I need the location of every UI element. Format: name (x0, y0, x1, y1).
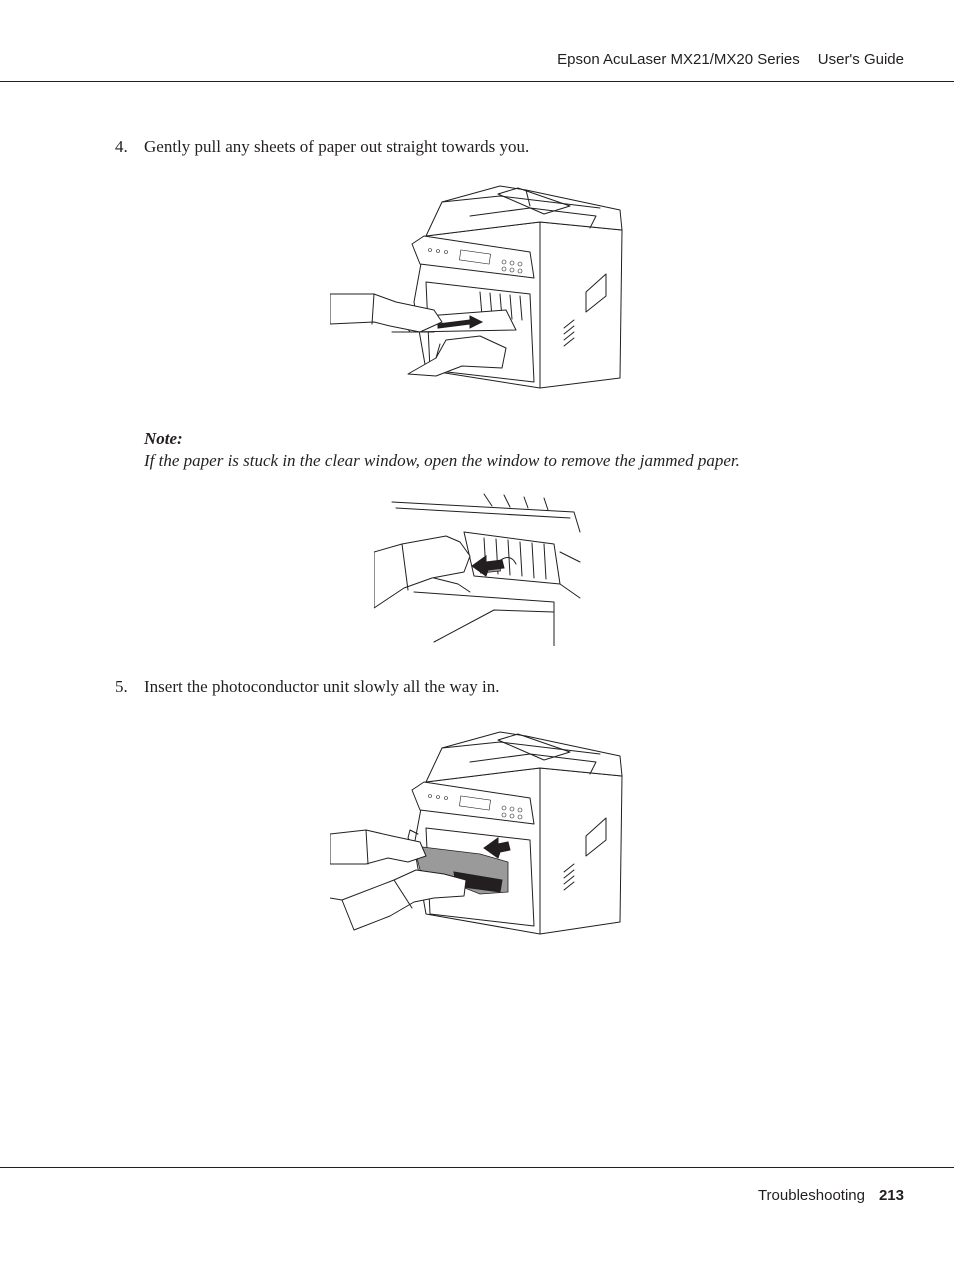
step-4: 4. Gently pull any sheets of paper out st… (115, 137, 529, 157)
step-text: Insert the photoconductor unit slowly al… (144, 677, 500, 696)
note-body: If the paper is stuck in the clear windo… (144, 451, 740, 470)
printer-pull-paper-illustration (330, 182, 626, 398)
step-number: 5. (115, 677, 128, 696)
header-title: Epson AcuLaser MX21/MX20 Series User's Gu… (557, 51, 904, 68)
page-number: 213 (878, 1187, 904, 1204)
step-number: 4. (115, 137, 128, 156)
header-guide: User's Guide (817, 51, 904, 68)
page-header: Epson AcuLaser MX21/MX20 Series User's Gu… (0, 0, 954, 82)
note-title: Note: (144, 429, 183, 448)
clear-window-paper-removal-illustration (374, 492, 584, 646)
photoconductor-insert-illustration (330, 730, 626, 940)
page-footer: Troubleshooting 213 (0, 1167, 954, 1204)
step-text: Gently pull any sheets of paper out stra… (144, 137, 530, 156)
footer-section: Troubleshooting (757, 1187, 865, 1204)
footer-text: Troubleshooting 213 (758, 1187, 904, 1204)
header-product: Epson AcuLaser MX21/MX20 Series (557, 51, 800, 68)
note-block: Note: If the paper is stuck in the clear… (144, 429, 740, 471)
step-5: 5. Insert the photoconductor unit slowly … (115, 677, 500, 697)
